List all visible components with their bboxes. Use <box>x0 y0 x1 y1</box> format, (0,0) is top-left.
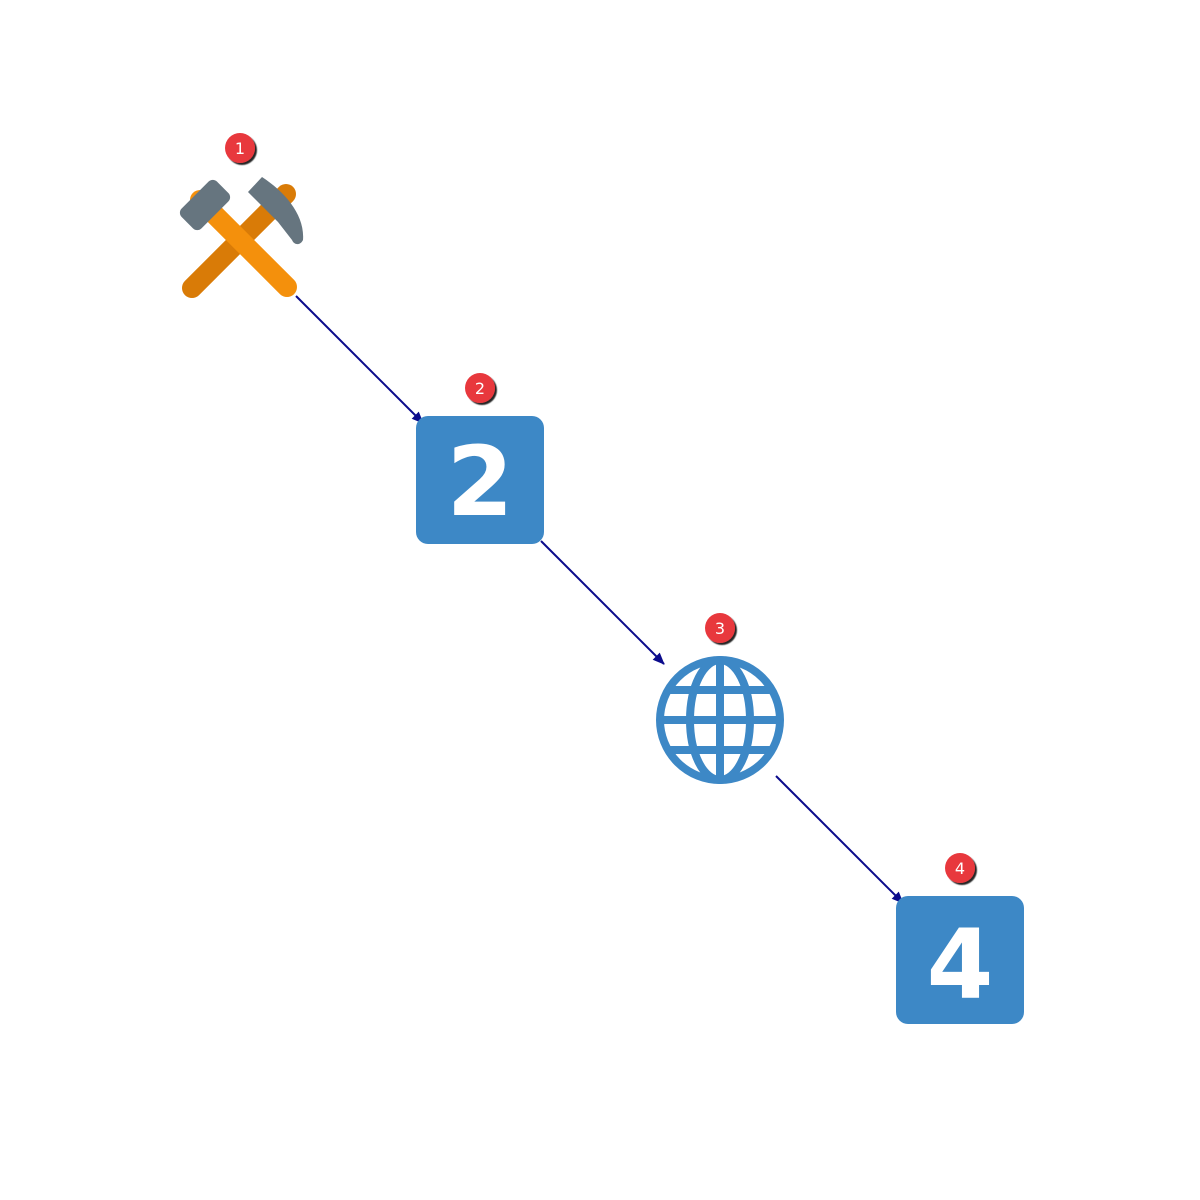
node-2-badge-text: 2 <box>475 379 485 398</box>
edge-2-to-3 <box>540 540 665 665</box>
hammer-and-pick-icon <box>179 177 304 298</box>
edge-1-to-2 <box>295 295 424 424</box>
edge-3-to-4 <box>775 775 904 904</box>
node-1-badge: 1 <box>225 133 255 163</box>
node-1-badge-text: 1 <box>235 139 245 158</box>
node-2-label: 2 <box>447 426 514 538</box>
keycap-2-icon: 2 <box>416 416 544 544</box>
keycap-4-icon: 4 <box>896 896 1024 1024</box>
node-2-badge: 2 <box>465 373 495 403</box>
node-3-badge: 3 <box>705 613 735 643</box>
node-1[interactable]: 1 <box>177 133 304 298</box>
node-2[interactable]: 2 2 <box>416 373 544 544</box>
node-3-badge-text: 3 <box>715 619 725 638</box>
node-4-badge-text: 4 <box>955 859 965 878</box>
globe-icon <box>656 656 784 784</box>
node-4[interactable]: 4 4 <box>896 853 1024 1024</box>
edges-group <box>295 295 904 904</box>
node-4-badge: 4 <box>945 853 975 883</box>
node-3[interactable]: 3 <box>656 613 784 784</box>
node-4-label: 4 <box>927 909 994 1021</box>
